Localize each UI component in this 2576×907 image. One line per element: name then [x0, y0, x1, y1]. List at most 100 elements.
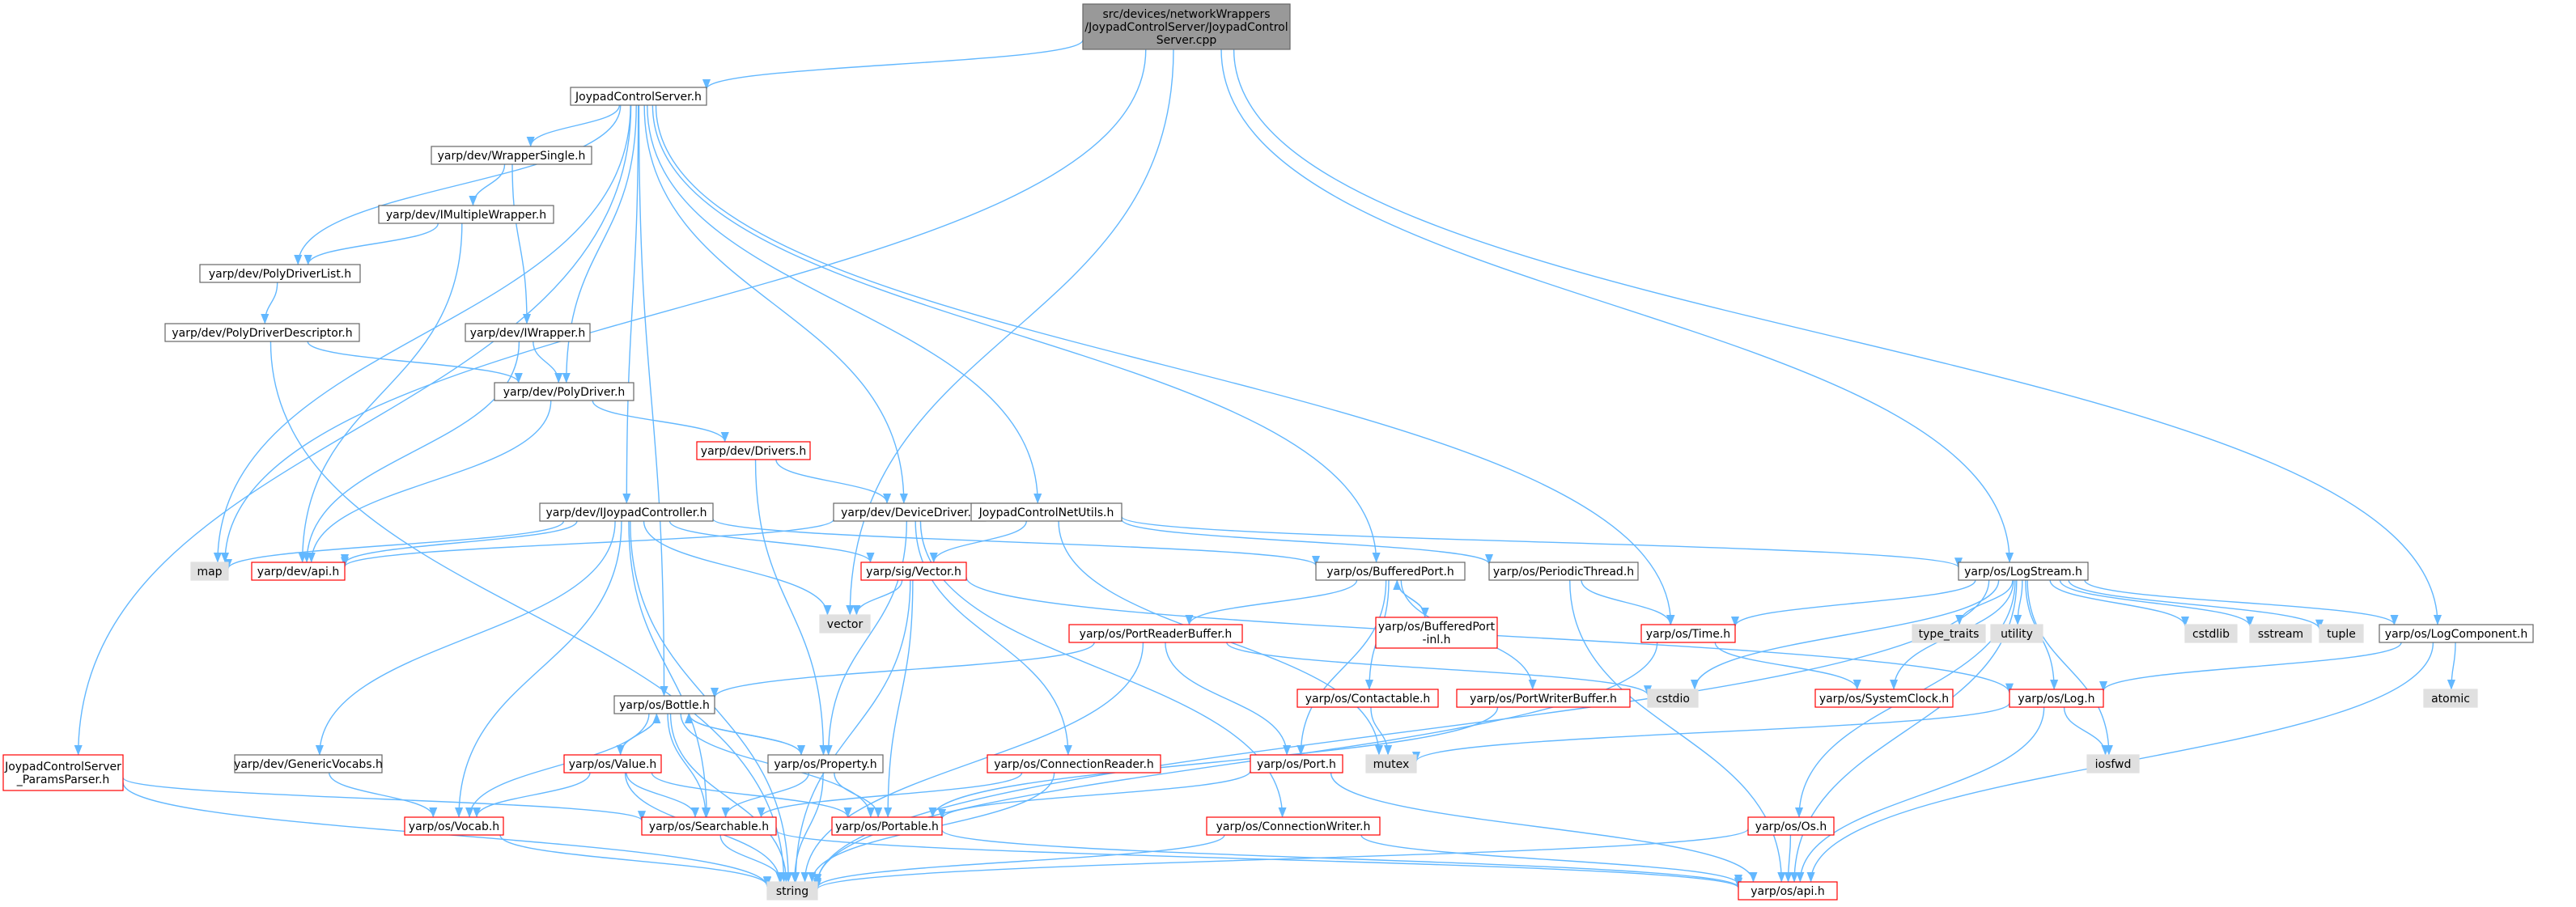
node-map[interactable]: map [190, 562, 229, 581]
node-sysclock[interactable]: yarp/os/SystemClock.h [1814, 689, 1954, 708]
node-box [570, 87, 707, 106]
node-box [164, 323, 360, 342]
node-root[interactable]: src/devices/networkWrappers/JoypadContro… [1082, 3, 1291, 50]
node-box [199, 264, 361, 283]
node-label: utility [2001, 628, 2033, 641]
node-box [860, 562, 967, 581]
node-jcnetutils[interactable]: JoypadControlNetUtils.h [970, 502, 1122, 522]
node-sstream[interactable]: sstream [2249, 624, 2312, 643]
node-osapi[interactable]: yarp/os/api.h [1738, 881, 1838, 901]
node-time[interactable]: yarp/os/Time.h [1640, 624, 1736, 643]
node-portreaderbuf[interactable]: yarp/os/PortReaderBuffer.h [1068, 624, 1243, 643]
node-os_h[interactable]: yarp/os/Os.h [1747, 816, 1835, 836]
node-string[interactable]: string [766, 881, 818, 901]
node-label: JoypadControlServer_ParamsParser.h [4, 761, 121, 786]
node-jcsparams[interactable]: JoypadControlServer_ParamsParser.h [2, 754, 124, 791]
edge-value-to-searchable [626, 772, 700, 818]
node-wrapsingle[interactable]: yarp/dev/WrapperSingle.h [431, 146, 592, 165]
node-box [1647, 689, 1699, 708]
node-label: tuple [2327, 628, 2356, 641]
node-jcs_h[interactable]: JoypadControlServer.h [570, 87, 707, 106]
node-logstream[interactable]: yarp/os/LogStream.h [1958, 562, 2089, 581]
node-label: yarp/os/Contactable.h [1305, 693, 1431, 706]
node-box [1315, 562, 1466, 581]
node-property[interactable]: yarp/os/Property.h [767, 754, 884, 773]
node-box [613, 695, 715, 714]
node-atomic[interactable]: atomic [2423, 689, 2478, 708]
node-cstdlib[interactable]: cstdlib [2184, 624, 2238, 643]
node-box [2379, 624, 2534, 643]
node-bottle[interactable]: yarp/os/Bottle.h [613, 695, 715, 714]
node-value[interactable]: yarp/os/Value.h [563, 754, 662, 773]
node-utility[interactable]: utility [1990, 624, 2043, 643]
node-iosfwd[interactable]: iosfwd [2086, 754, 2140, 773]
node-box [2, 754, 124, 791]
edge-periodic-to-time [1581, 579, 1674, 625]
edge-jcs_h-to-jcsparams [74, 104, 632, 756]
node-box [1375, 617, 1498, 649]
node-periodic[interactable]: yarp/os/PeriodicThread.h [1488, 562, 1639, 581]
node-sigvector[interactable]: yarp/sig/Vector.h [860, 562, 967, 581]
edge-devicedriver-to-connreader [915, 520, 1072, 756]
edge-portreaderbuf-to-string [800, 642, 1144, 883]
edge-vocab-to-string [499, 834, 771, 887]
node-bufportinl[interactable]: yarp/os/BufferedPort-inl.h [1375, 617, 1498, 649]
node-tuple[interactable]: tuple [2319, 624, 2364, 643]
node-box [1296, 689, 1439, 708]
edge-bufportinl-to-bufport [1393, 579, 1426, 618]
edge-polydrvdesc-to-polydriver [307, 341, 523, 384]
node-polydrvdesc[interactable]: yarp/dev/PolyDriverDescriptor.h [164, 323, 360, 342]
edge-polydriver-to-drivers [592, 400, 729, 443]
node-box [2423, 689, 2478, 708]
node-devicedriver[interactable]: yarp/dev/DeviceDriver.h [833, 502, 987, 522]
node-portwriterbuf[interactable]: yarp/os/PortWriterBuffer.h [1456, 689, 1631, 708]
node-logcomp[interactable]: yarp/os/LogComponent.h [2379, 624, 2534, 643]
node-connreader[interactable]: yarp/os/ConnectionReader.h [987, 754, 1161, 773]
node-box [2086, 754, 2140, 773]
node-contactable[interactable]: yarp/os/Contactable.h [1296, 689, 1439, 708]
node-label: yarp/os/Value.h [569, 758, 657, 771]
edge-bufport-to-portreaderbuf [1185, 579, 1358, 625]
edge-bufport-to-port [1296, 579, 1387, 756]
node-vocab[interactable]: yarp/os/Vocab.h [404, 816, 504, 836]
edge-value-to-portable [651, 772, 852, 818]
node-polydrvlist[interactable]: yarp/dev/PolyDriverList.h [199, 264, 361, 283]
node-polydriver[interactable]: yarp/dev/PolyDriver.h [494, 382, 634, 401]
edge-layer [74, 39, 2456, 890]
edge-connreader-to-searchable [757, 772, 1023, 818]
edge-os_h-to-string [813, 828, 1749, 890]
edge-portwriterbuf-to-portable [928, 706, 1499, 818]
node-portable[interactable]: yarp/os/Portable.h [831, 816, 943, 836]
node-drivers[interactable]: yarp/dev/Drivers.h [696, 441, 811, 460]
node-mutex[interactable]: mutex [1365, 754, 1417, 773]
node-imultiwrap[interactable]: yarp/dev/IMultipleWrapper.h [378, 205, 554, 224]
node-log[interactable]: yarp/os/Log.h [2009, 689, 2104, 708]
node-type_traits[interactable]: type_traits [1912, 624, 1986, 643]
node-vector[interactable]: vector [819, 614, 871, 634]
node-label: yarp/os/Vocab.h [409, 820, 499, 833]
edge-devicedriver-to-devapi [341, 519, 834, 568]
edge-root-to-logcomp [1233, 49, 2442, 625]
edge-value-to-vocab [473, 772, 591, 818]
node-port[interactable]: yarp/os/Port.h [1250, 754, 1343, 773]
node-label: cstdio [1656, 693, 1690, 706]
node-box [767, 754, 884, 773]
node-connwriter[interactable]: yarp/os/ConnectionWriter.h [1206, 816, 1381, 836]
node-devapi[interactable]: yarp/dev/api.h [251, 562, 346, 581]
edge-logcomp-to-atomic [2447, 642, 2456, 690]
node-searchable[interactable]: yarp/os/Searchable.h [641, 816, 777, 836]
node-ijoypad[interactable]: yarp/dev/IJoypadController.h [539, 502, 714, 522]
edge-logstream-to-utility [2014, 579, 2023, 625]
node-iwrapper[interactable]: yarp/dev/IWrapper.h [465, 323, 591, 342]
node-label: yarp/dev/IJoypadController.h [545, 506, 707, 519]
node-cstdio[interactable]: cstdio [1647, 689, 1699, 708]
edge-logstream-to-cstdio [1691, 579, 2000, 690]
edge-jcs_h-to-jcnetutils [647, 104, 1042, 504]
node-genvocabs[interactable]: yarp/dev/GenericVocabs.h [234, 754, 383, 773]
edge-connwriter-to-string [813, 834, 1225, 888]
node-label: yarp/os/Property.h [774, 758, 876, 771]
node-bufport[interactable]: yarp/os/BufferedPort.h [1315, 562, 1466, 581]
edge-portable-to-osapi [941, 829, 1742, 888]
node-box [766, 881, 818, 901]
